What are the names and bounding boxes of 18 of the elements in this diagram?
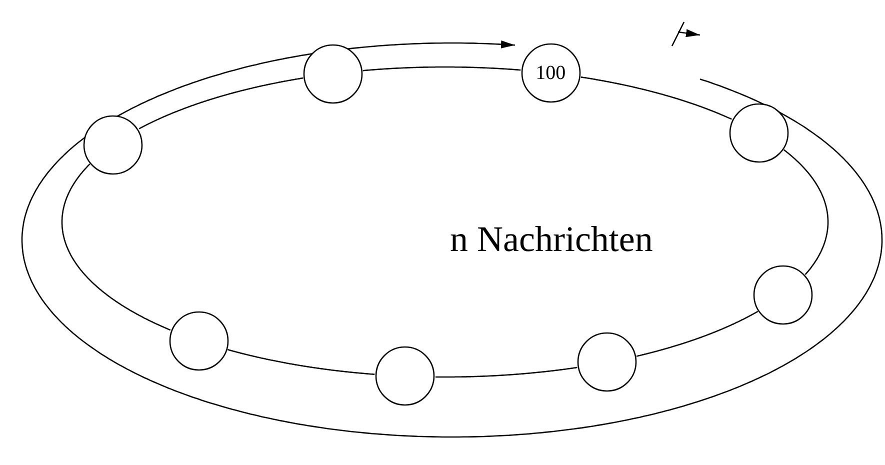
message-circle <box>374 346 435 406</box>
message-circle <box>303 44 364 104</box>
message-circle <box>83 114 144 174</box>
ring-connector <box>138 77 304 130</box>
message-circle <box>576 332 637 392</box>
ring-connector <box>362 66 521 72</box>
center-label: n Nachrichten <box>450 218 653 260</box>
ring-connector <box>580 76 732 120</box>
message-circle <box>520 43 581 103</box>
ring-connector <box>784 149 829 275</box>
message-circle <box>168 310 229 371</box>
node-number: 100 <box>536 62 566 84</box>
ring-connector <box>61 163 171 331</box>
ring-connector <box>435 366 578 378</box>
message-circle <box>728 103 789 164</box>
message-circle <box>753 264 814 325</box>
ring-connector <box>228 348 375 376</box>
ring-connector <box>636 310 758 357</box>
